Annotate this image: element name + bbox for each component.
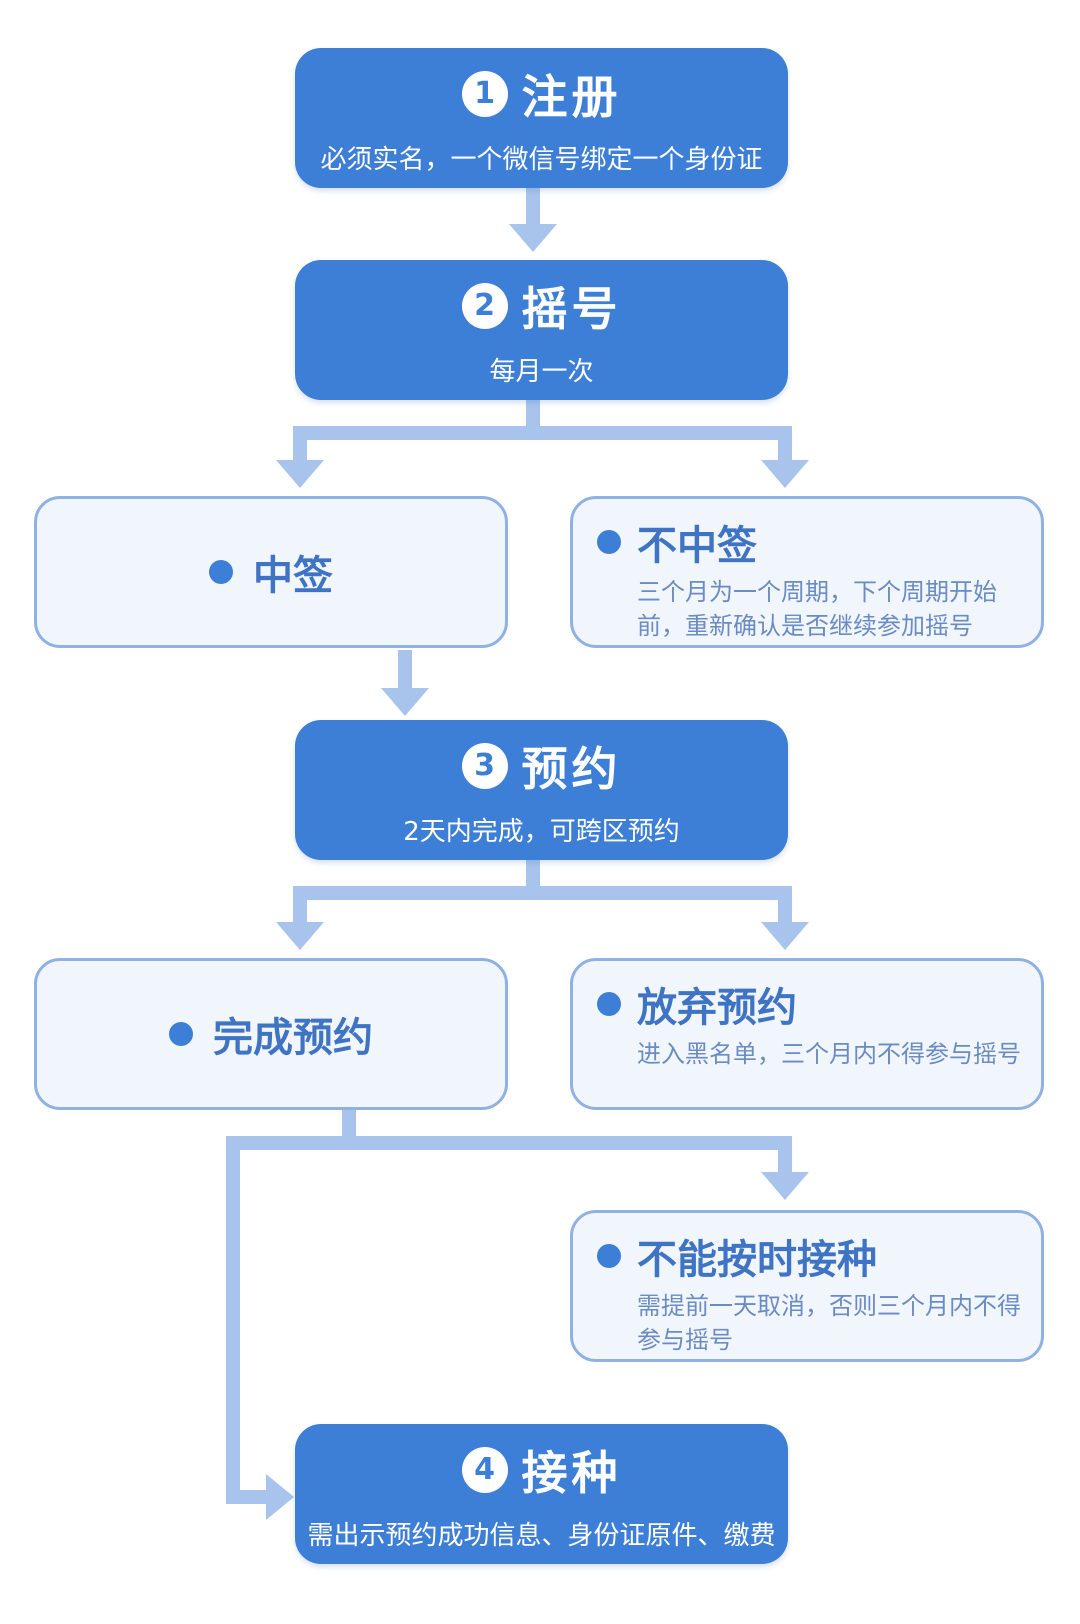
branch-lose: 不中签 三个月为一个周期，下个周期开始前，重新确认是否继续参加摇号 xyxy=(570,496,1044,648)
step-lottery-subtitle: 每月一次 xyxy=(489,356,594,387)
connector-2-right-drop xyxy=(778,426,792,462)
branch-abandon: 放弃预约 进入黑名单，三个月内不得参与摇号 xyxy=(570,958,1044,1110)
step-number-3: 3 xyxy=(461,742,508,789)
bullet-dot xyxy=(597,1244,621,1268)
step-booking-head: 3 预约 xyxy=(461,733,622,799)
bullet-dot xyxy=(169,1022,193,1046)
arrowhead-3-left xyxy=(276,922,324,950)
connector-3-left-drop xyxy=(293,886,307,924)
branch-done-head: 完成预约 xyxy=(169,1005,373,1063)
branch-win: 中签 xyxy=(34,496,508,648)
arrowhead-done-cannot xyxy=(761,1172,809,1200)
connector-2-left-drop xyxy=(293,426,307,462)
connector-done-bar xyxy=(226,1136,792,1150)
arrowhead-2-right xyxy=(761,460,809,488)
step-number-4: 4 xyxy=(461,1446,508,1493)
connector-win-3 xyxy=(398,650,412,690)
connector-3-right-drop xyxy=(778,886,792,924)
connector-2-stem xyxy=(526,398,540,426)
connector-done-into-4 xyxy=(226,1490,268,1504)
step-number-2: 2 xyxy=(461,282,508,329)
step-register: 1 注册 必须实名，一个微信号绑定一个身份证 xyxy=(295,48,788,188)
step-number-1: 1 xyxy=(461,70,508,117)
branch-done: 完成预约 xyxy=(34,958,508,1110)
branch-cannot-attend-head: 不能按时接种 xyxy=(597,1227,1025,1285)
bullet-dot xyxy=(209,560,233,584)
branch-cannot-attend: 不能按时接种 需提前一天取消，否则三个月内不得参与摇号 xyxy=(570,1210,1044,1362)
branch-cannot-attend-title: 不能按时接种 xyxy=(637,1237,877,1283)
step-lottery-head: 2 摇号 xyxy=(461,273,622,339)
connector-3-bar xyxy=(293,886,792,900)
arrowhead-win-3 xyxy=(381,688,429,716)
step-vaccination: 4 接种 需出示预约成功信息、身份证原件、缴费 xyxy=(295,1424,788,1564)
step-register-subtitle: 必须实名，一个微信号绑定一个身份证 xyxy=(320,144,763,175)
branch-win-title: 中签 xyxy=(253,553,333,599)
connector-done-left-drop xyxy=(226,1136,240,1504)
step-register-head: 1 注册 xyxy=(461,61,622,127)
branch-done-title: 完成预约 xyxy=(213,1015,373,1061)
branch-abandon-title: 放弃预约 xyxy=(637,985,797,1031)
bullet-dot xyxy=(597,530,621,554)
connector-2-bar xyxy=(293,426,792,440)
arrowhead-2-left xyxy=(276,460,324,488)
branch-lose-title: 不中签 xyxy=(637,523,757,569)
step-booking-subtitle: 2天内完成，可跨区预约 xyxy=(403,816,680,847)
step-lottery: 2 摇号 每月一次 xyxy=(295,260,788,400)
connector-done-stem xyxy=(342,1108,356,1138)
arrowhead-done-4 xyxy=(266,1474,294,1520)
branch-lose-desc: 三个月为一个周期，下个周期开始前，重新确认是否继续参加摇号 xyxy=(637,578,997,640)
branch-abandon-desc: 进入黑名单，三个月内不得参与摇号 xyxy=(637,1040,1021,1068)
step-booking: 3 预约 2天内完成，可跨区预约 xyxy=(295,720,788,860)
step-register-title: 注册 xyxy=(521,69,622,124)
arrowhead-3-right xyxy=(761,922,809,950)
step-vaccination-subtitle: 需出示预约成功信息、身份证原件、缴费 xyxy=(307,1520,776,1551)
branch-lose-head: 不中签 xyxy=(597,513,1025,571)
bullet-dot xyxy=(597,992,621,1016)
branch-abandon-head: 放弃预约 xyxy=(597,975,1025,1033)
step-lottery-title: 摇号 xyxy=(521,281,622,336)
arrowhead-1-2 xyxy=(509,224,557,252)
step-booking-title: 预约 xyxy=(521,741,622,796)
step-vaccination-title: 接种 xyxy=(521,1445,622,1500)
connector-3-stem xyxy=(526,858,540,888)
branch-win-head: 中签 xyxy=(209,543,333,601)
connector-done-right-drop xyxy=(778,1136,792,1174)
step-vaccination-head: 4 接种 xyxy=(461,1437,622,1503)
connector-1-2 xyxy=(526,186,540,226)
branch-cannot-attend-desc: 需提前一天取消，否则三个月内不得参与摇号 xyxy=(637,1292,1021,1354)
